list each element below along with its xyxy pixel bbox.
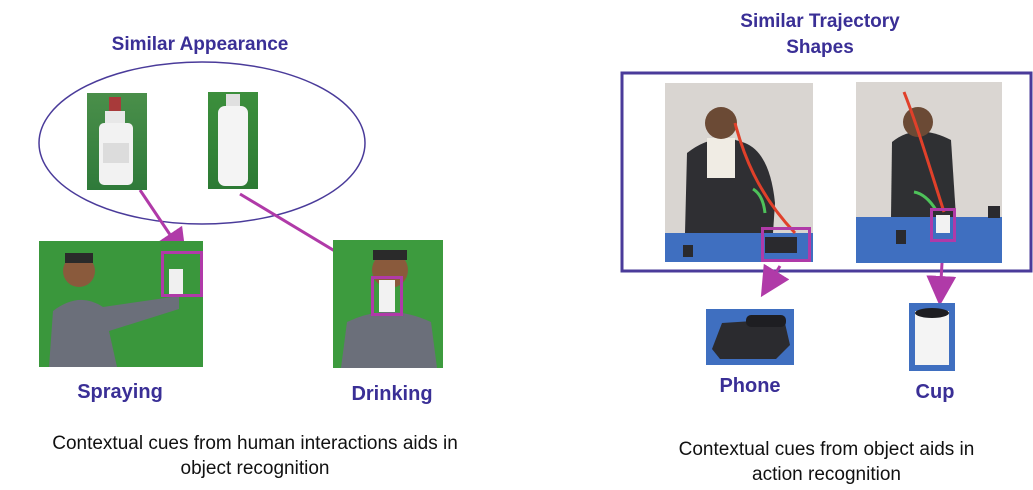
right-caption-line2: action recognition — [752, 464, 901, 485]
spraying-label: Spraying — [77, 381, 163, 403]
drinking-label: Drinking — [351, 383, 433, 405]
phone-scene-photo — [665, 83, 813, 262]
left-caption-line2: object recognition — [180, 458, 330, 479]
phone-crop-photo — [706, 309, 794, 365]
bottle-photo-2 — [208, 92, 258, 189]
spraying-photo — [39, 241, 203, 367]
similar-appearance-heading: Similar Appearance — [111, 34, 289, 55]
arrow-to-phone — [760, 263, 790, 298]
appearance-ellipse — [38, 61, 366, 225]
right-caption-line1: Contextual cues from object aids in — [678, 439, 975, 460]
drinking-photo — [333, 240, 443, 368]
bottle-photo-1 — [87, 93, 147, 190]
drinking-highlight — [371, 276, 403, 316]
spraying-highlight — [161, 251, 203, 297]
trajectory-heading-line1: Similar Trajectory — [740, 11, 900, 32]
trajectory-frame — [620, 71, 1033, 273]
cup-crop-photo — [909, 303, 955, 371]
cup-scene-photo — [856, 82, 1002, 263]
phone-label: Phone — [719, 375, 781, 397]
phone-highlight — [761, 227, 811, 262]
trajectory-heading-line2: Shapes — [786, 37, 854, 58]
cup-label: Cup — [915, 381, 955, 403]
left-caption-line1: Contextual cues from human interactions … — [52, 433, 458, 454]
cup-highlight — [930, 208, 956, 242]
